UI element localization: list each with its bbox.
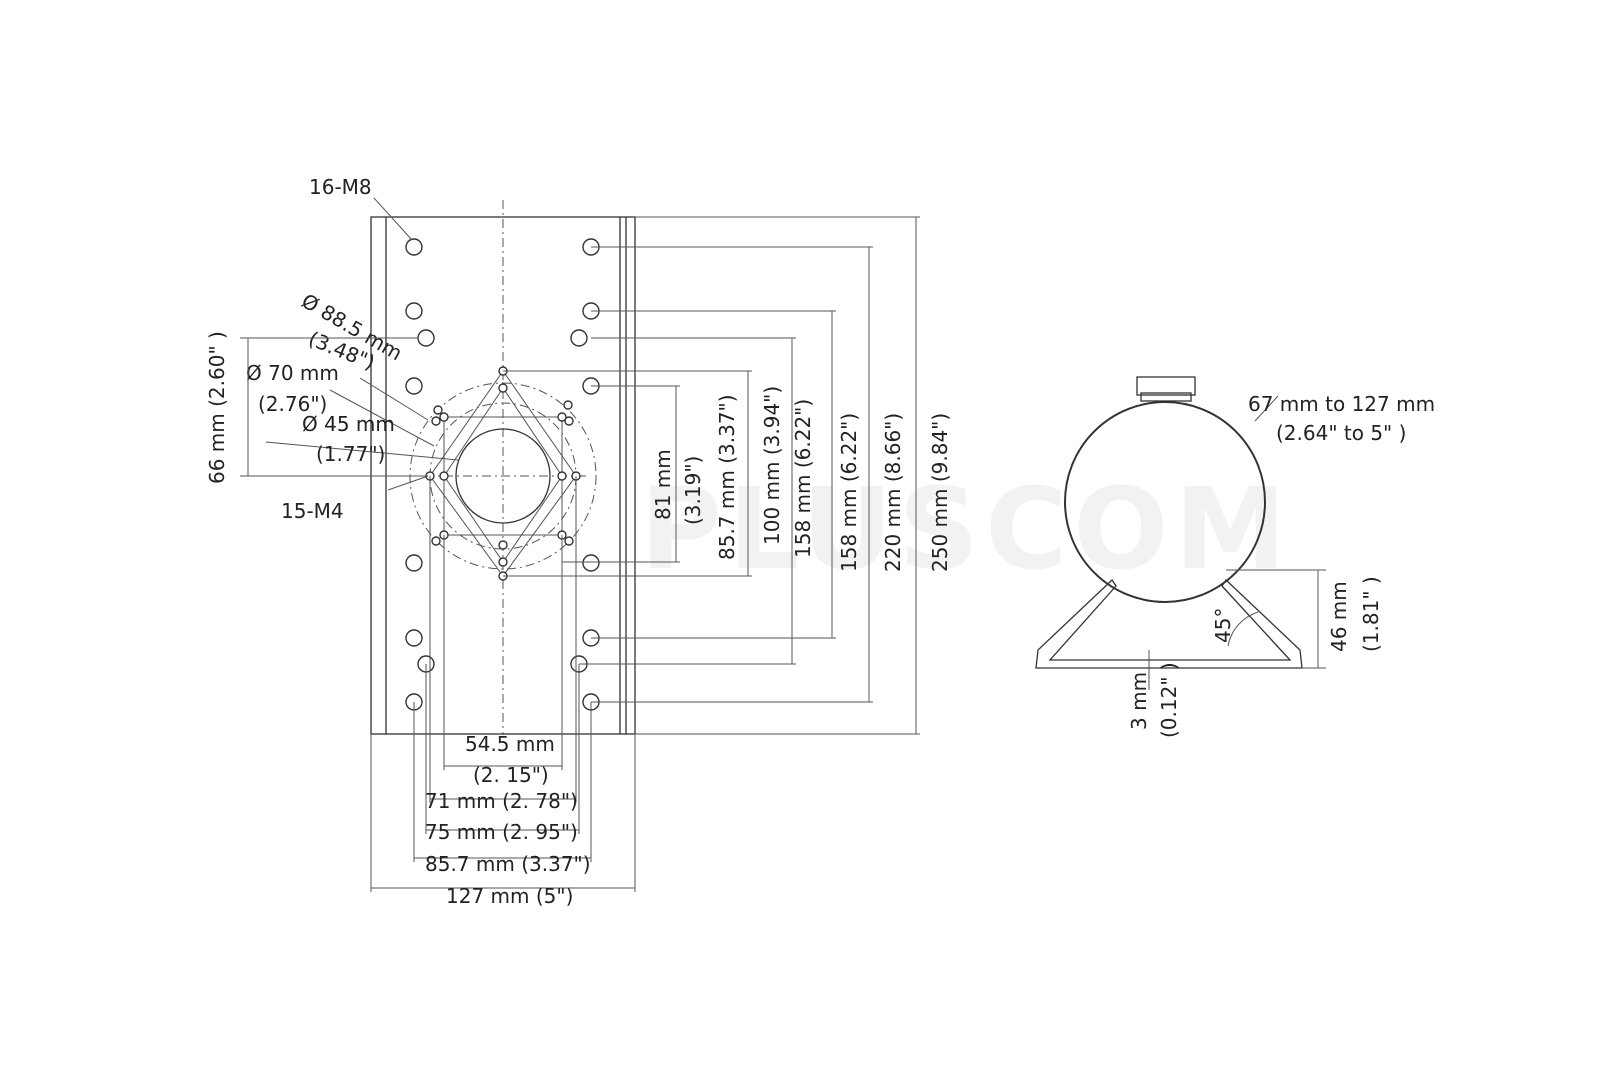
dim-85-7-horizontal: 85.7 mm (3.37") bbox=[425, 852, 591, 876]
dim-54-5-inch: (2. 15") bbox=[473, 763, 549, 787]
circle-45-inch: (1.77") bbox=[316, 442, 385, 466]
height-inch: (1.81" ) bbox=[1359, 576, 1383, 652]
dim-127: 127 mm (5") bbox=[446, 884, 573, 908]
dim-250: 250 mm (9.84") bbox=[928, 413, 952, 572]
thickness-mm: 3 mm bbox=[1127, 672, 1151, 730]
thickness-inch: (0.12" ) bbox=[1157, 662, 1181, 738]
clamp-block bbox=[1136, 376, 1196, 396]
dim-158-a: 158 mm (6.22") bbox=[791, 399, 815, 558]
left-dimension-label: 66 mm (2.60" ) bbox=[205, 331, 229, 484]
dim-81-inch: (3.19") bbox=[681, 456, 705, 525]
dim-100: 100 mm (3.94") bbox=[760, 386, 784, 545]
dim-85-7-vertical: 85.7 mm (3.37") bbox=[715, 394, 739, 560]
circle-45 bbox=[455, 428, 551, 524]
pole-circle bbox=[1064, 401, 1266, 603]
dim-71: 71 mm (2. 78") bbox=[425, 789, 578, 813]
dim-75: 75 mm (2. 95") bbox=[425, 820, 578, 844]
dim-220: 220 mm (8.66") bbox=[881, 413, 905, 572]
bracket bbox=[1035, 578, 1303, 669]
dim-158-b: 158 mm (6.22") bbox=[837, 413, 861, 572]
front-view: 16-M8 15-M4 Ø 88.5 mm (3.48") Ø 70 mm (2… bbox=[205, 175, 952, 908]
pole-range-inch: (2.64" to 5" ) bbox=[1276, 421, 1406, 445]
circle-70-inch: (2.76") bbox=[258, 392, 327, 416]
m8-bolt-holes bbox=[405, 238, 600, 711]
pole-range-label: 67 mm to 127 mm bbox=[1248, 392, 1435, 416]
circle-70-dia: Ø 70 mm bbox=[246, 361, 339, 385]
height-mm: 46 mm bbox=[1327, 581, 1351, 652]
screw-label: 15-M4 bbox=[281, 499, 344, 523]
dim-81-mm: 81 mm bbox=[651, 449, 675, 520]
circle-45-dia: Ø 45 mm bbox=[302, 412, 395, 436]
side-view: 45° 67 mm to 127 mm (2.64" to 5" ) 46 mm… bbox=[1035, 376, 1435, 738]
angle-label: 45° bbox=[1211, 608, 1235, 643]
dim-54-5-mm: 54.5 mm bbox=[465, 732, 555, 756]
bolt-label: 16-M8 bbox=[309, 175, 372, 199]
